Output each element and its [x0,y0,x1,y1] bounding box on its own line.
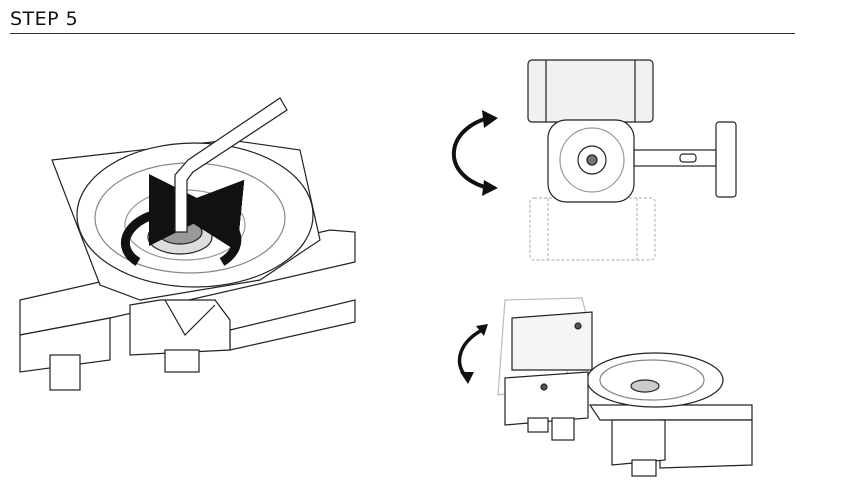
hex-key-figure [19,97,356,391]
tilt-side-view [457,297,753,477]
step-title: STEP 5 [10,8,79,30]
rotation-top-view [451,59,737,261]
header-divider [10,33,795,34]
